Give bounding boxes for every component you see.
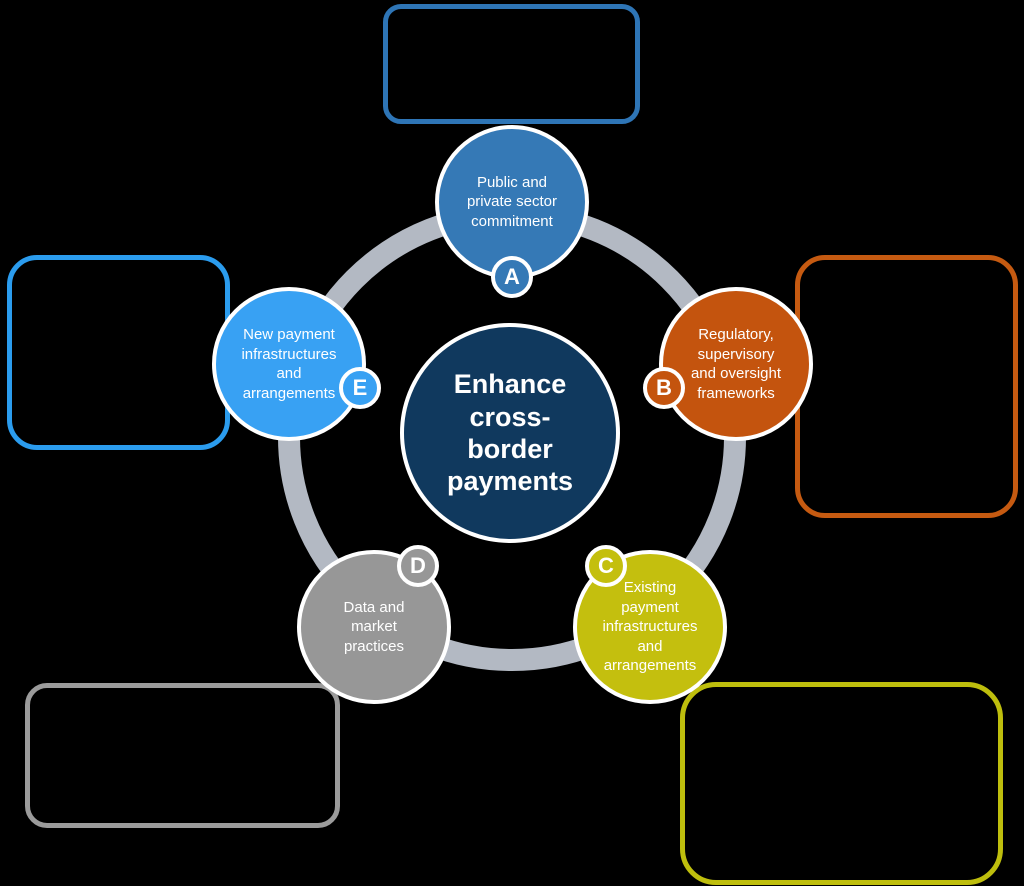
badge-c-letter: C: [598, 553, 614, 578]
badge-e: E: [339, 367, 381, 409]
callout-box-b: [795, 255, 1018, 518]
node-c-label: Existing payment infrastructures and arr…: [602, 579, 698, 675]
center-circle: Enhance cross- border payments: [400, 323, 620, 543]
callout-box-c: [680, 682, 1003, 885]
node-b-label: Regulatory, supervisory and oversight fr…: [690, 326, 782, 402]
node-a-label: Public and private sector commitment: [466, 173, 558, 230]
badge-b: B: [643, 367, 685, 409]
badge-a-letter: A: [504, 264, 520, 289]
badge-e-letter: E: [352, 375, 368, 400]
node-circle-d: Data and market practices: [297, 550, 451, 704]
badge-a: A: [491, 256, 533, 298]
badge-c: C: [585, 545, 627, 587]
badge-b-letter: B: [656, 375, 672, 400]
badge-d: D: [397, 545, 439, 587]
node-e-label: New payment infrastructures and arrangem…: [241, 326, 337, 402]
callout-box-e: [7, 255, 230, 450]
node-circle-e: New payment infrastructures and arrangem…: [212, 287, 366, 441]
badge-d-letter: D: [410, 553, 426, 578]
node-circle-b: Regulatory, supervisory and oversight fr…: [659, 287, 813, 441]
node-circle-a: Public and private sector commitment: [435, 125, 589, 279]
callout-box-d: [25, 683, 340, 828]
callout-box-a: [383, 4, 640, 124]
node-circle-c: Existing payment infrastructures and arr…: [573, 550, 727, 704]
node-d-label: Data and market practices: [343, 598, 405, 655]
center-label: Enhance cross- border payments: [446, 369, 574, 497]
